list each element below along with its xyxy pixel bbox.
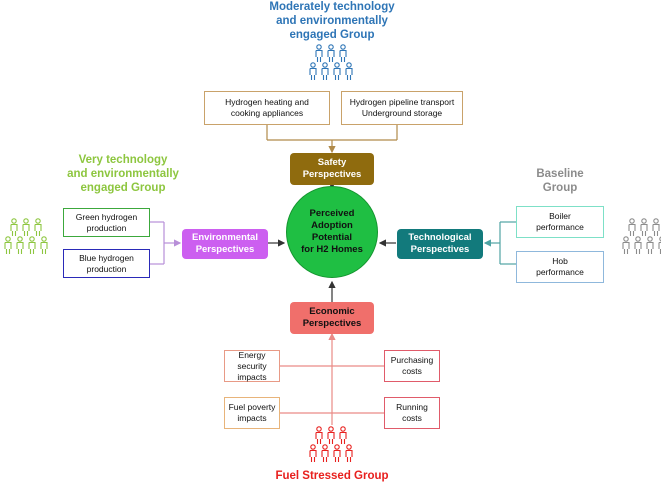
people-group-icon [309, 426, 353, 462]
factor-hydrogen-pipeline: Hydrogen pipeline transport Underground … [341, 91, 463, 125]
factor-boiler-performance: Boiler performance [516, 206, 604, 238]
people-group-icon [309, 44, 353, 80]
safety-connectors [266, 125, 398, 154]
very-engaged-group-title: Very technology and environmentally enga… [67, 154, 179, 194]
environmental-perspectives: Environmental Perspectives [182, 229, 268, 259]
people-group-icon [622, 218, 661, 254]
factor-purchasing-costs: Purchasing costs [384, 350, 440, 382]
factor-hydrogen-appliances: Hydrogen heating and cooking appliances [204, 91, 330, 125]
factor-blue-hydrogen: Blue hydrogen production [63, 249, 150, 278]
fuel-stressed-group-title: Fuel Stressed Group [275, 470, 389, 482]
perceived-adoption-potential-node: Perceived Adoption Potential for H2 Home… [286, 186, 378, 278]
environmental-connectors [150, 221, 182, 265]
baseline-group-title: Baseline Group [536, 168, 584, 194]
factor-energy-security: Energy security impacts [224, 350, 280, 382]
factor-running-costs: Running costs [384, 397, 440, 429]
factor-hob-performance: Hob performance [516, 251, 604, 283]
factor-fuel-poverty: Fuel poverty impacts [224, 397, 280, 429]
technological-connectors [483, 221, 516, 265]
technological-perspectives: Technological Perspectives [397, 229, 483, 259]
safety-perspectives: Safety Perspectives [290, 153, 374, 185]
moderate-group-title: Moderately technology and environmentall… [269, 1, 395, 41]
people-group-icon [4, 218, 48, 254]
economic-perspectives: Economic Perspectives [290, 302, 374, 334]
factor-green-hydrogen: Green hydrogen production [63, 208, 150, 237]
economic-connectors [280, 332, 384, 425]
